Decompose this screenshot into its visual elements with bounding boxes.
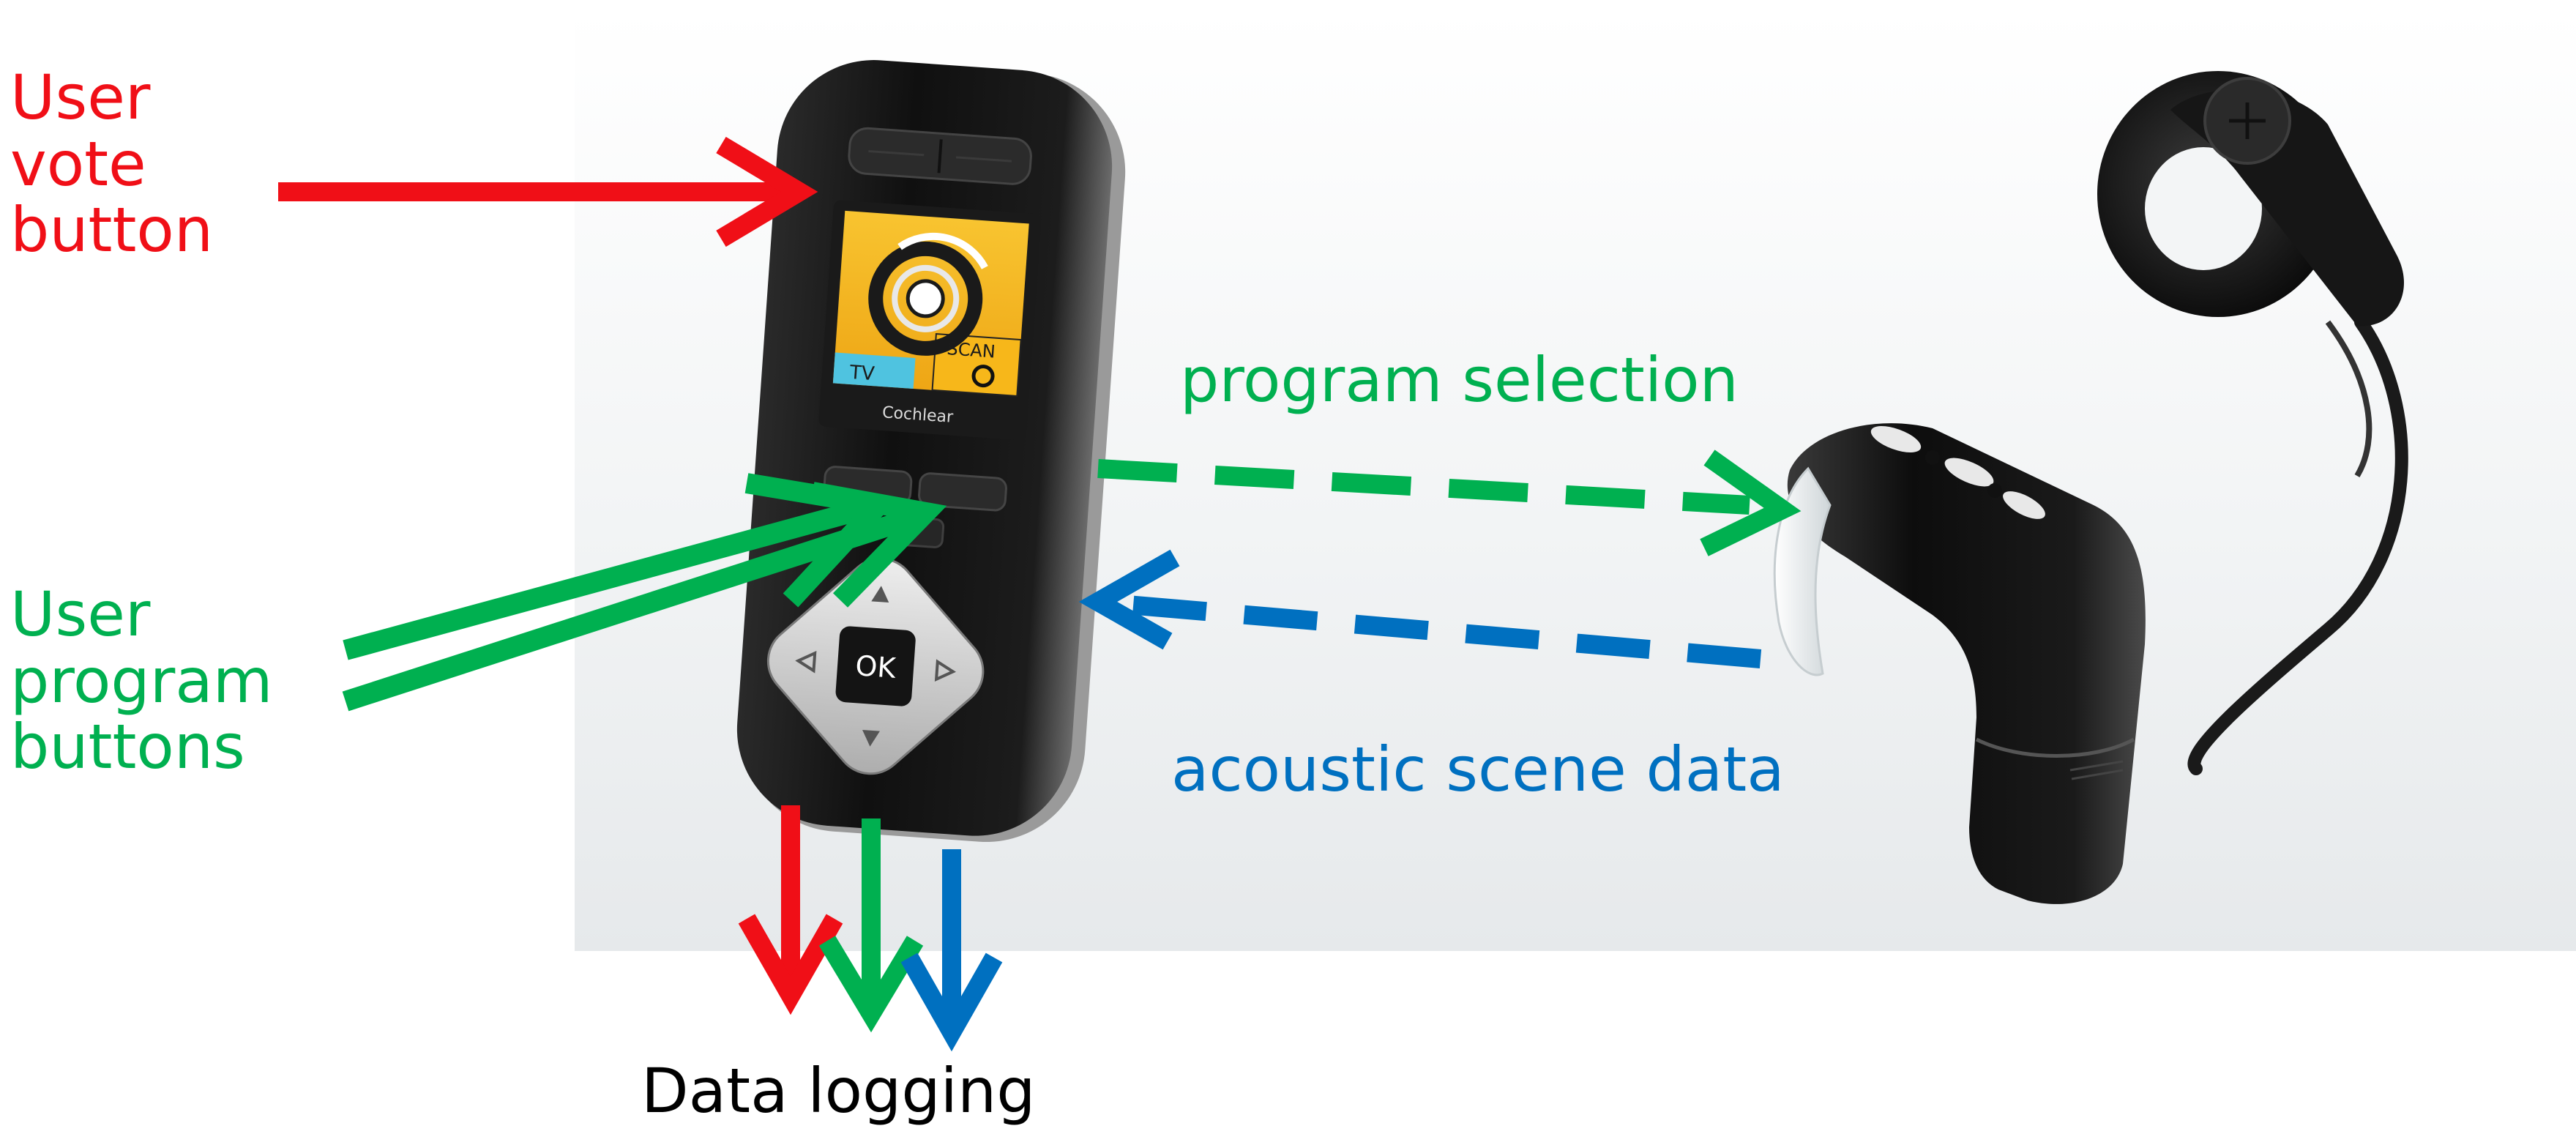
program-button-right[interactable] [918, 472, 1007, 512]
vote-button[interactable] [848, 127, 1032, 185]
processor-body [1787, 423, 2146, 904]
vote-label-line-2: vote [10, 127, 146, 200]
speech-icon [868, 232, 988, 356]
screen-tv-label: TV [848, 362, 876, 385]
selection-arrow-icon [1097, 450, 1802, 556]
program-buttons-label: User program buttons [10, 581, 273, 780]
screen-scan-label: SCAN [947, 338, 996, 362]
coil-headpiece [2097, 71, 2404, 327]
down-arrow-icon [862, 729, 880, 747]
ok-button[interactable] [835, 626, 916, 707]
navigation-pad[interactable]: OK [745, 536, 1006, 797]
ear-hook [1773, 466, 1832, 676]
left-arrow-icon [795, 650, 817, 674]
acoustic-scene-label: acoustic scene data [1171, 734, 1785, 805]
vote-label-line-1: User [10, 61, 151, 133]
remote-screen: TV SCAN Cochlear [818, 200, 1041, 441]
logging-arrows-icon [738, 805, 1003, 1052]
up-arrow-icon [871, 586, 889, 603]
program-selection-label: program selection [1180, 344, 1739, 416]
program-label-line-2: program [10, 644, 273, 717]
program-label-line-1: User [10, 578, 151, 650]
data-logging-label: Data logging [641, 1055, 1036, 1127]
program-label-line-3: buttons [10, 711, 245, 783]
program-arrows-icon [342, 473, 947, 712]
ok-label: OK [854, 649, 897, 685]
coil-cable [2187, 316, 2408, 775]
vote-arrow-icon [278, 136, 818, 247]
right-arrow-icon [934, 659, 957, 682]
scan-indicator-icon [971, 365, 995, 388]
vote-label-line-3: button [10, 194, 214, 266]
acoustic-arrow-icon [1078, 549, 1762, 668]
sound-processor [1773, 71, 2408, 904]
remote-control: TV SCAN Cochlear OK [736, 60, 1126, 843]
vote-button-label: User vote button [10, 64, 213, 264]
